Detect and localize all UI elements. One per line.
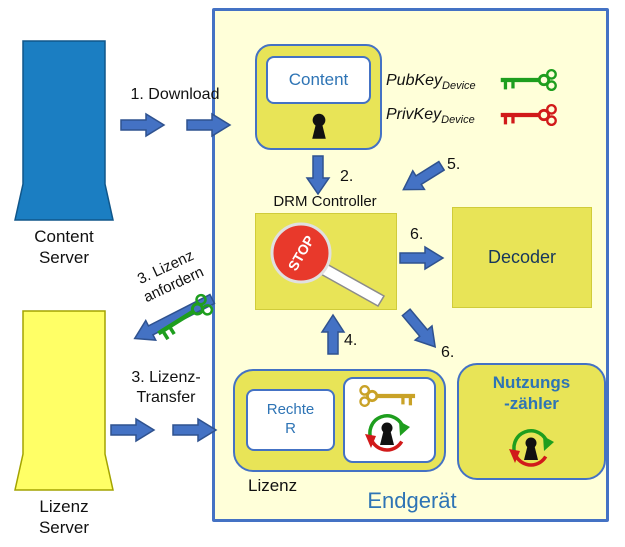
lizenz-server-label-line1: Lizenz [39, 497, 89, 516]
nutzungszaehler-label: Nutzungs -zähler [457, 372, 606, 415]
pubkey-label: PubKeyDevice [386, 72, 476, 92]
lizenz-server-label: Lizenz Server [6, 496, 122, 539]
content-server-label: Content Server [6, 226, 122, 269]
pubkey-label-main: PubKey [386, 72, 443, 89]
download-label: 1. Download [130, 86, 220, 103]
step6-counter-arrow [401, 308, 437, 348]
keyhole-icon [312, 113, 326, 139]
step2-label: 2. [340, 168, 354, 185]
nutzungszaehler-label-line2: -zähler [504, 394, 559, 414]
pubkey-label-sub: Device [442, 80, 476, 93]
step6-decoder-label: 6. [410, 226, 424, 243]
step6-decoder-arrow [399, 245, 445, 271]
request-green-key-icon [157, 293, 214, 341]
green-key-icon [500, 68, 557, 92]
content-server-shape [14, 40, 114, 221]
transfer-label: 3. Lizenz- Transfer [108, 368, 224, 408]
download-arrow-2 [186, 112, 232, 138]
privkey-label-main: PrivKey [386, 106, 442, 123]
privkey-label: PrivKeyDevice [386, 106, 475, 126]
stop-sign-icon: STOP [270, 222, 386, 308]
step5-label: 5. [447, 156, 461, 173]
red-key-icon [500, 103, 557, 127]
content-server-label-line1: Content [34, 227, 94, 246]
rechte-label-line2: R [285, 420, 296, 437]
content-server-label-line2: Server [38, 248, 90, 268]
lizenz-server-shape [14, 310, 114, 491]
lizenz-server-label-line2: Server [38, 518, 90, 538]
nutzungszaehler-box [457, 363, 606, 480]
decoder-box: Decoder [452, 207, 592, 308]
transfer-label-line1: 3. Lizenz- [131, 369, 201, 386]
step4-arrow [320, 313, 346, 355]
drm-controller-label: DRM Controller [273, 193, 377, 210]
rechte-label-line1: Rechte [266, 401, 315, 419]
transfer-arrow-1 [110, 417, 156, 443]
step6-counter-label: 6. [441, 344, 455, 361]
counter-keyhole-cycle-icon [509, 429, 554, 467]
step5-arrow [402, 160, 446, 191]
step2-arrow [305, 155, 331, 195]
nutzungszaehler-label-line1: Nutzungs [492, 373, 571, 392]
transfer-label-line2: Transfer [136, 389, 196, 406]
endgeraet-label: Endgerät [367, 488, 457, 513]
lizenz-label: Lizenz [248, 476, 298, 495]
rechte-box: Rechte R [246, 389, 335, 451]
content-box: Content [266, 56, 371, 104]
gold-key-icon [359, 385, 416, 407]
transfer-arrow-2 [172, 417, 218, 443]
license-keyhole-cycle-icon [365, 414, 410, 452]
step4-label: 4. [344, 332, 358, 349]
privkey-label-sub: Device [441, 114, 475, 127]
download-arrow-1 [120, 112, 166, 138]
